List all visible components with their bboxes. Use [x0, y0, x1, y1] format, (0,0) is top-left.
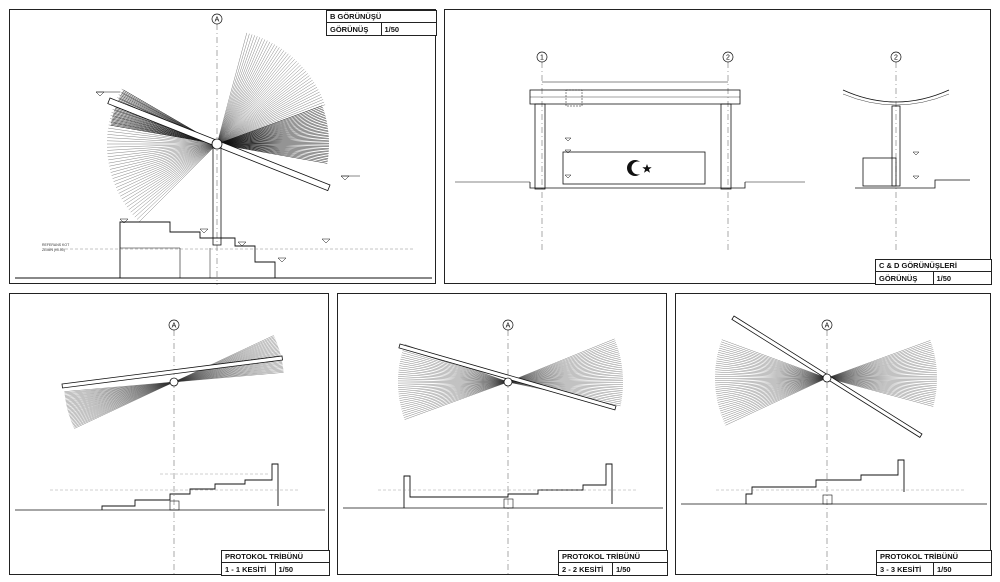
b-steps [119, 221, 276, 278]
sheet-section-2-2: A PROTOKOL TRİBÜNÜ 2 - 2 KESİTİ 1/50 [337, 293, 668, 576]
s1-subtitle: 1 - 1 KESİTİ [222, 563, 276, 575]
sheet-section-1-1: A PROTOKOL TRİBÜNÜ 1 - 1 KESİTİ 1/50 [9, 293, 330, 576]
s3-axis-label: A [825, 323, 830, 330]
s2-steps [403, 463, 613, 508]
cd-axis-2: 2 [726, 55, 730, 62]
s2-axis-label: A [506, 323, 511, 330]
s1-title: PROTOKOL TRİBÜNÜ [225, 552, 304, 561]
cd-title-block: C & D GÖRÜNÜŞLERİ GÖRÜNÜŞ 1/50 [875, 259, 992, 285]
cd-subtitle: GÖRÜNÜŞ [876, 272, 934, 284]
b-title: B GÖRÜNÜŞÜ [330, 12, 382, 21]
s3-steps [745, 459, 905, 504]
s3-scale: 1/50 [937, 564, 952, 574]
b-subtitle: GÖRÜNÜŞ [327, 23, 382, 35]
section-3-3-drawing: A [681, 315, 987, 576]
s2-title: PROTOKOL TRİBÜNÜ [562, 552, 641, 561]
s1-scale: 1/50 [278, 564, 294, 574]
svg-text:REFERANS KOT: REFERANS KOT [42, 243, 70, 247]
d-view [842, 89, 970, 189]
b-elevation-drawing: REFERANS KOT ZEMİN (±0.00) A [15, 13, 432, 285]
cd-axis-2b: 2 [894, 55, 898, 62]
s3-subtitle: 3 - 3 KESİTİ [877, 563, 934, 575]
b-scale: 1/50 [384, 24, 400, 34]
cd-axis-1: 1 [540, 55, 544, 62]
b-title-block: B GÖRÜNÜŞÜ GÖRÜNÜŞ 1/50 [326, 10, 437, 36]
s2-subtitle: 2 - 2 KESİTİ [559, 563, 613, 575]
b-fan-canopy [106, 32, 331, 222]
svg-text:ZEMİN (±0.00): ZEMİN (±0.00) [42, 247, 65, 252]
sheet-cd-elevations: 1 2 2 C & D GÖRÜNÜŞLERİ GÖRÜNÜŞ 1/50 [444, 9, 992, 285]
s1-title-block: PROTOKOL TRİBÜNÜ 1 - 1 KESİTİ 1/50 [221, 550, 330, 576]
cd-scale: 1/50 [936, 273, 952, 283]
s3-title-block: PROTOKOL TRİBÜNÜ 3 - 3 KESİTİ 1/50 [876, 550, 992, 576]
crescent-star-emblem [627, 160, 652, 176]
s2-scale: 1/50 [616, 564, 631, 574]
s2-title-block: PROTOKOL TRİBÜNÜ 2 - 2 KESİTİ 1/50 [558, 550, 668, 576]
cd-title: C & D GÖRÜNÜŞLERİ [879, 261, 957, 270]
s1-steps [101, 463, 279, 510]
c-view [455, 81, 805, 190]
sheet-section-3-3: A PROTOKOL TRİBÜNÜ 3 - 3 KESİTİ 1/50 [675, 293, 992, 576]
s1-fan-canopy [61, 335, 284, 429]
s2-fan-canopy [397, 338, 624, 420]
section-2-2-drawing: A [343, 319, 663, 576]
s3-title: PROTOKOL TRİBÜNÜ [880, 552, 959, 561]
section-1-1-drawing: A [15, 319, 325, 576]
s1-axis-label: A [172, 323, 177, 330]
cd-elevation-drawing: 1 2 2 [455, 51, 970, 250]
b-axis-label: A [215, 17, 220, 24]
sheet-b-elevation: REFERANS KOT ZEMİN (±0.00) A B GÖRÜNÜŞÜ … [9, 9, 437, 285]
